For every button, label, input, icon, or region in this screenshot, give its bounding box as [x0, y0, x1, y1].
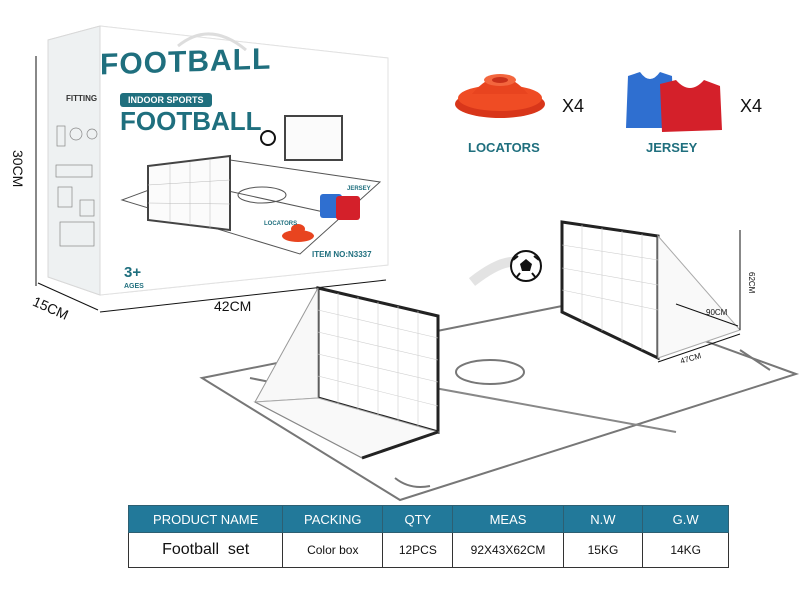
goal-dimension-lines [657, 230, 741, 363]
box-jersey-label: JERSEY [347, 186, 371, 192]
cell-packing: Color box [282, 532, 384, 568]
box-age-unit: AGES [124, 283, 144, 290]
goal-small [560, 220, 741, 361]
box-ball [260, 130, 276, 146]
goal-height-dimension: 62CM [747, 272, 756, 294]
spec-data-row: Football set Color box 12PCS 92X43X62CM … [127, 532, 729, 568]
box-age: 3+ AGES [124, 264, 144, 294]
box-dimension-lines [35, 56, 387, 313]
box-goal-large [147, 154, 231, 232]
box-product-name: FOOTBALL [120, 106, 262, 136]
box-item-number: ITEM NO:N3337 [312, 250, 372, 259]
box-fitting-label: FITTING [66, 94, 98, 103]
jersey-label: JERSEY [646, 140, 698, 155]
goal-large [253, 286, 440, 460]
goal-depth-dimension: 90CM [706, 308, 728, 317]
header-qty: QTY [382, 505, 454, 533]
cell-meas: 92X43X62CM [452, 532, 564, 568]
locator-cones [455, 74, 545, 118]
cell-nw: 15KG [562, 532, 644, 568]
header-product-name: PRODUCT NAME [127, 505, 284, 533]
jerseys [626, 72, 722, 132]
box-goal-small [284, 115, 343, 161]
locators-quantity: X4 [562, 96, 585, 116]
box-height-dimension: 30CM [10, 150, 26, 188]
spec-table: PRODUCT NAME PACKING QTY MEAS N.W G.W Fo… [127, 505, 729, 568]
fitting-drawings [55, 125, 98, 247]
box-age-value: 3+ [124, 264, 142, 281]
header-gw: G.W [642, 505, 729, 533]
cell-product-name: Football set [127, 532, 284, 568]
jersey-quantity: X4 [740, 96, 763, 116]
cell-qty: 12PCS [382, 532, 454, 568]
box-jersey-red [336, 196, 360, 220]
cell-gw: 14KG [642, 532, 729, 568]
box-badge: INDOOR SPORTS [120, 93, 212, 107]
box-cone [282, 230, 314, 242]
spec-header-row: PRODUCT NAME PACKING QTY MEAS N.W G.W [127, 505, 729, 533]
locators-label: LOCATORS [468, 140, 540, 155]
header-meas: MEAS [452, 505, 564, 533]
box-locators-label: LOCATORS [264, 221, 298, 227]
football-ball [468, 250, 542, 286]
header-packing: PACKING [282, 505, 384, 533]
box-width-dimension: 42CM [214, 298, 252, 314]
header-nw: N.W [562, 505, 644, 533]
